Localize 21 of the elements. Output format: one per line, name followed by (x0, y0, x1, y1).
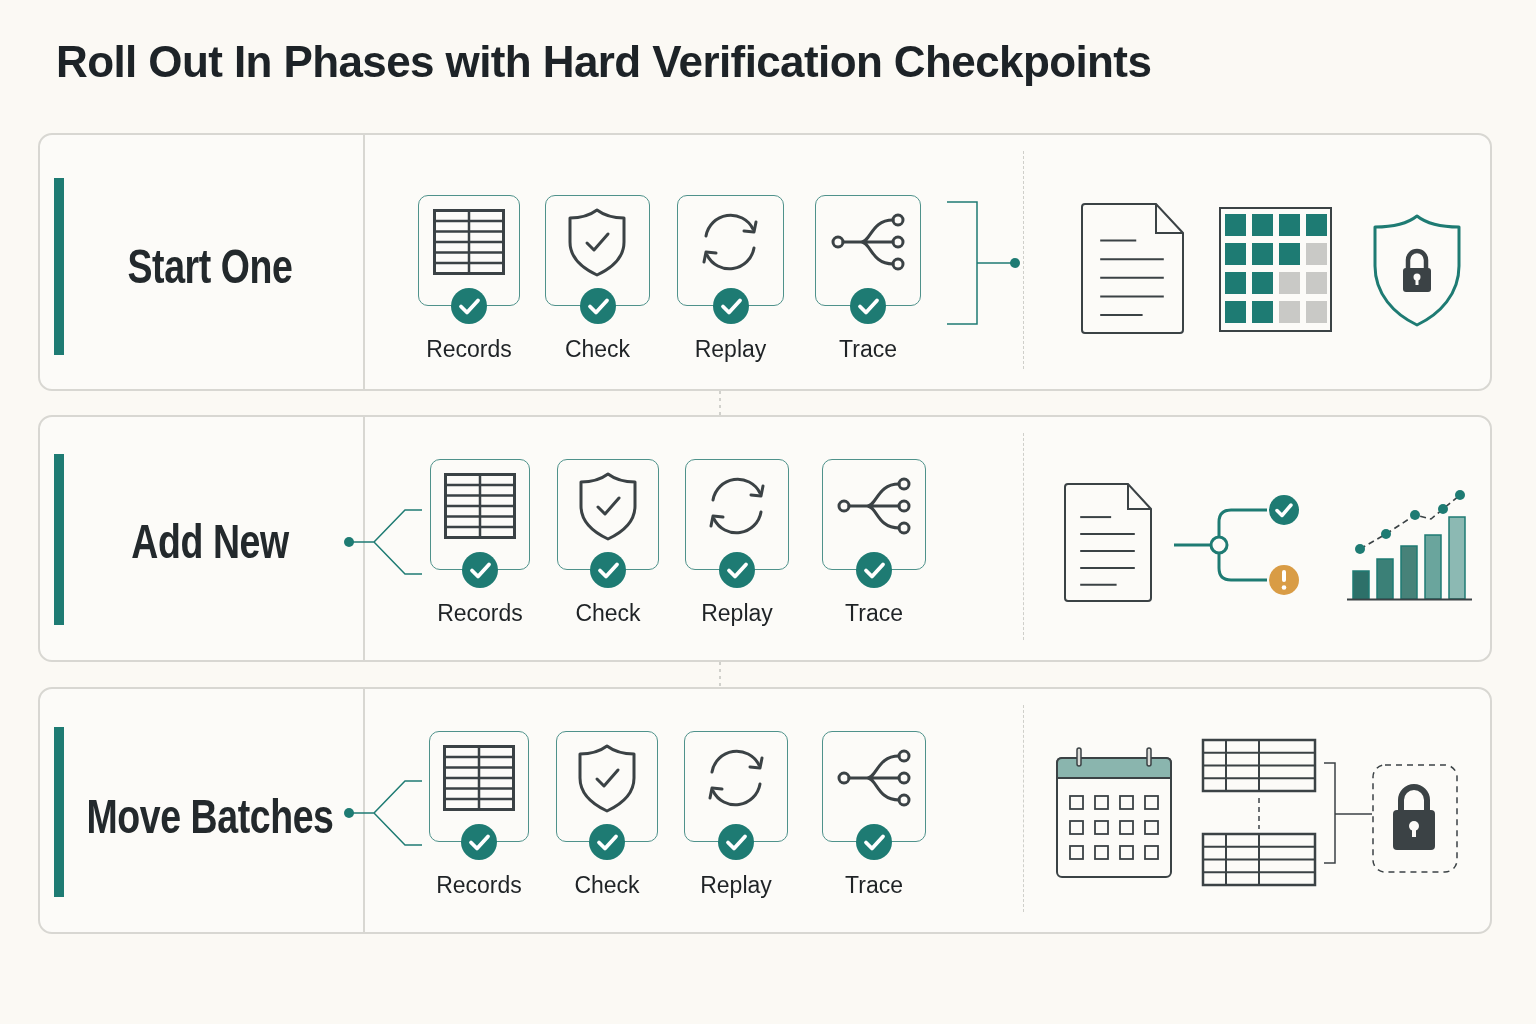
connector-line (719, 661, 721, 688)
phase-panel (38, 415, 1492, 662)
card-label: Check (564, 335, 631, 363)
card-label: Records (437, 599, 523, 627)
card-label: Records (426, 335, 512, 363)
phase-panel (38, 133, 1492, 391)
card-label: Check (575, 599, 641, 627)
card-label: Trace (845, 871, 903, 899)
card-label: Records (436, 871, 522, 899)
phase-panel (38, 687, 1492, 934)
phase-title: Start One (127, 239, 293, 295)
phase-title: Add New (131, 514, 289, 570)
card-label: Trace (839, 335, 897, 363)
diagram-title: Roll Out In Phases with Hard Verification Checkpoints (56, 36, 1152, 88)
card-label: Replay (701, 599, 773, 627)
card-label: Check (574, 871, 640, 899)
connector-line (719, 390, 721, 416)
card-label: Trace (845, 599, 903, 627)
card-label: Replay (700, 871, 772, 899)
card-label: Replay (694, 335, 767, 363)
phase-title: Move Batches (86, 789, 334, 845)
